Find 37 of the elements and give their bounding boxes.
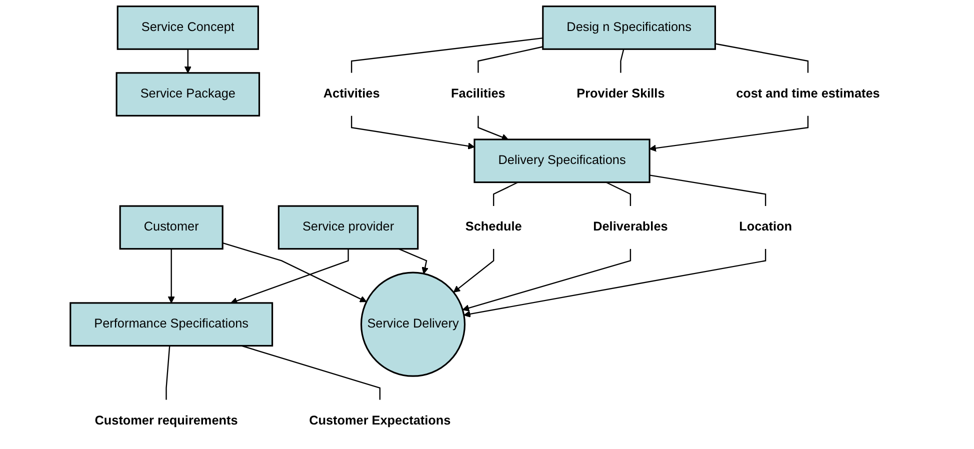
arrow <box>464 248 766 318</box>
node-text: Customer Expectations <box>309 414 451 428</box>
connector <box>606 182 632 206</box>
node-text: Schedule <box>465 220 522 234</box>
connector <box>166 346 170 400</box>
node-box: Service Package <box>116 72 260 116</box>
arrow <box>462 248 632 312</box>
arrow <box>453 248 494 293</box>
arrow <box>478 116 508 140</box>
node-text: Provider Skills <box>576 87 665 101</box>
node-box: Desig n Specifications <box>542 6 716 50</box>
node-box: Service Concept <box>116 6 259 50</box>
arrow <box>649 116 809 152</box>
arrow <box>230 248 349 304</box>
node-text: Customer requirements <box>94 414 238 428</box>
node-box: Customer <box>119 205 224 250</box>
arrow <box>350 116 475 150</box>
node-text: Location <box>739 220 792 234</box>
connector <box>649 174 766 206</box>
node-circle: Service Delivery <box>360 272 466 377</box>
node-text: Activities <box>323 87 380 101</box>
connector <box>478 46 544 73</box>
arrow <box>398 248 428 274</box>
connector <box>620 48 624 73</box>
connector <box>715 43 809 73</box>
node-text: cost and time estimates <box>736 87 880 101</box>
node-box: Delivery Specifications <box>474 138 650 184</box>
node-box: Performance Specifications <box>70 302 274 347</box>
node-box: Service provider <box>278 205 419 250</box>
node-text: Deliverables <box>593 220 668 234</box>
connector <box>241 345 380 400</box>
arrow <box>168 248 175 304</box>
node-text: Facilities <box>451 87 506 101</box>
connector <box>492 182 518 206</box>
arrow <box>222 242 367 302</box>
arrow <box>184 49 192 74</box>
connector <box>350 37 543 73</box>
